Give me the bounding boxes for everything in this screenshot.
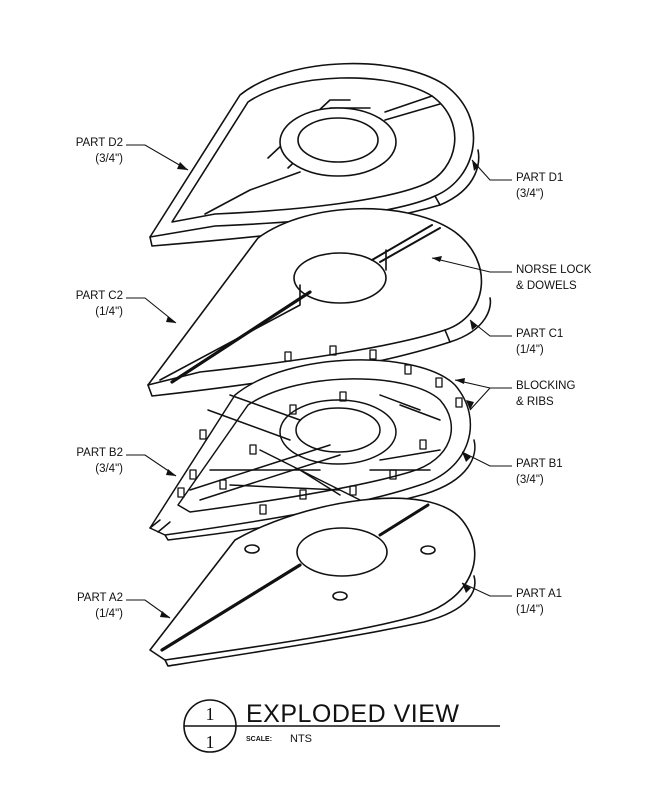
part-d-layer <box>149 62 480 247</box>
part-a2-size: (1/4") <box>95 608 123 620</box>
part-b1-label: PART B1 <box>516 458 563 470</box>
part-b2-label: PART B2 <box>76 447 123 459</box>
part-c1-label: PART C1 <box>516 328 563 340</box>
sheet-number: 1 <box>206 732 215 752</box>
part-c1-size: (1/4") <box>516 344 544 356</box>
part-a2-label: PART A2 <box>77 592 123 604</box>
detail-number: 1 <box>206 704 215 724</box>
blocking-label: BLOCKING <box>516 380 575 392</box>
part-d1-label: PART D1 <box>516 172 563 184</box>
part-d2-size: (3/4") <box>95 153 123 165</box>
part-c2-size: (1/4") <box>95 306 123 318</box>
title-block: 1 1 EXPLODED VIEW SCALE: NTS <box>183 699 500 753</box>
drawing-title: EXPLODED VIEW <box>246 700 460 728</box>
part-a1-size: (1/4") <box>516 604 544 616</box>
norse-lock-label: NORSE LOCK <box>516 264 592 276</box>
dowels-label: & DOWELS <box>516 280 577 292</box>
part-b2-size: (3/4") <box>95 463 123 475</box>
ribs-label: & RIBS <box>516 396 554 408</box>
part-a-layer <box>149 497 476 667</box>
part-d2-label: PART D2 <box>76 137 123 149</box>
part-c2-label: PART C2 <box>76 290 123 302</box>
part-c-layer <box>147 207 492 397</box>
scale-value: NTS <box>290 733 312 745</box>
part-b1-size: (3/4") <box>516 474 544 486</box>
scale-label: SCALE: <box>246 736 272 743</box>
leader-arrowheads <box>160 160 479 618</box>
part-d1-size: (3/4") <box>516 188 544 200</box>
part-a1-label: PART A1 <box>516 588 562 600</box>
part-b-layer <box>149 345 476 541</box>
